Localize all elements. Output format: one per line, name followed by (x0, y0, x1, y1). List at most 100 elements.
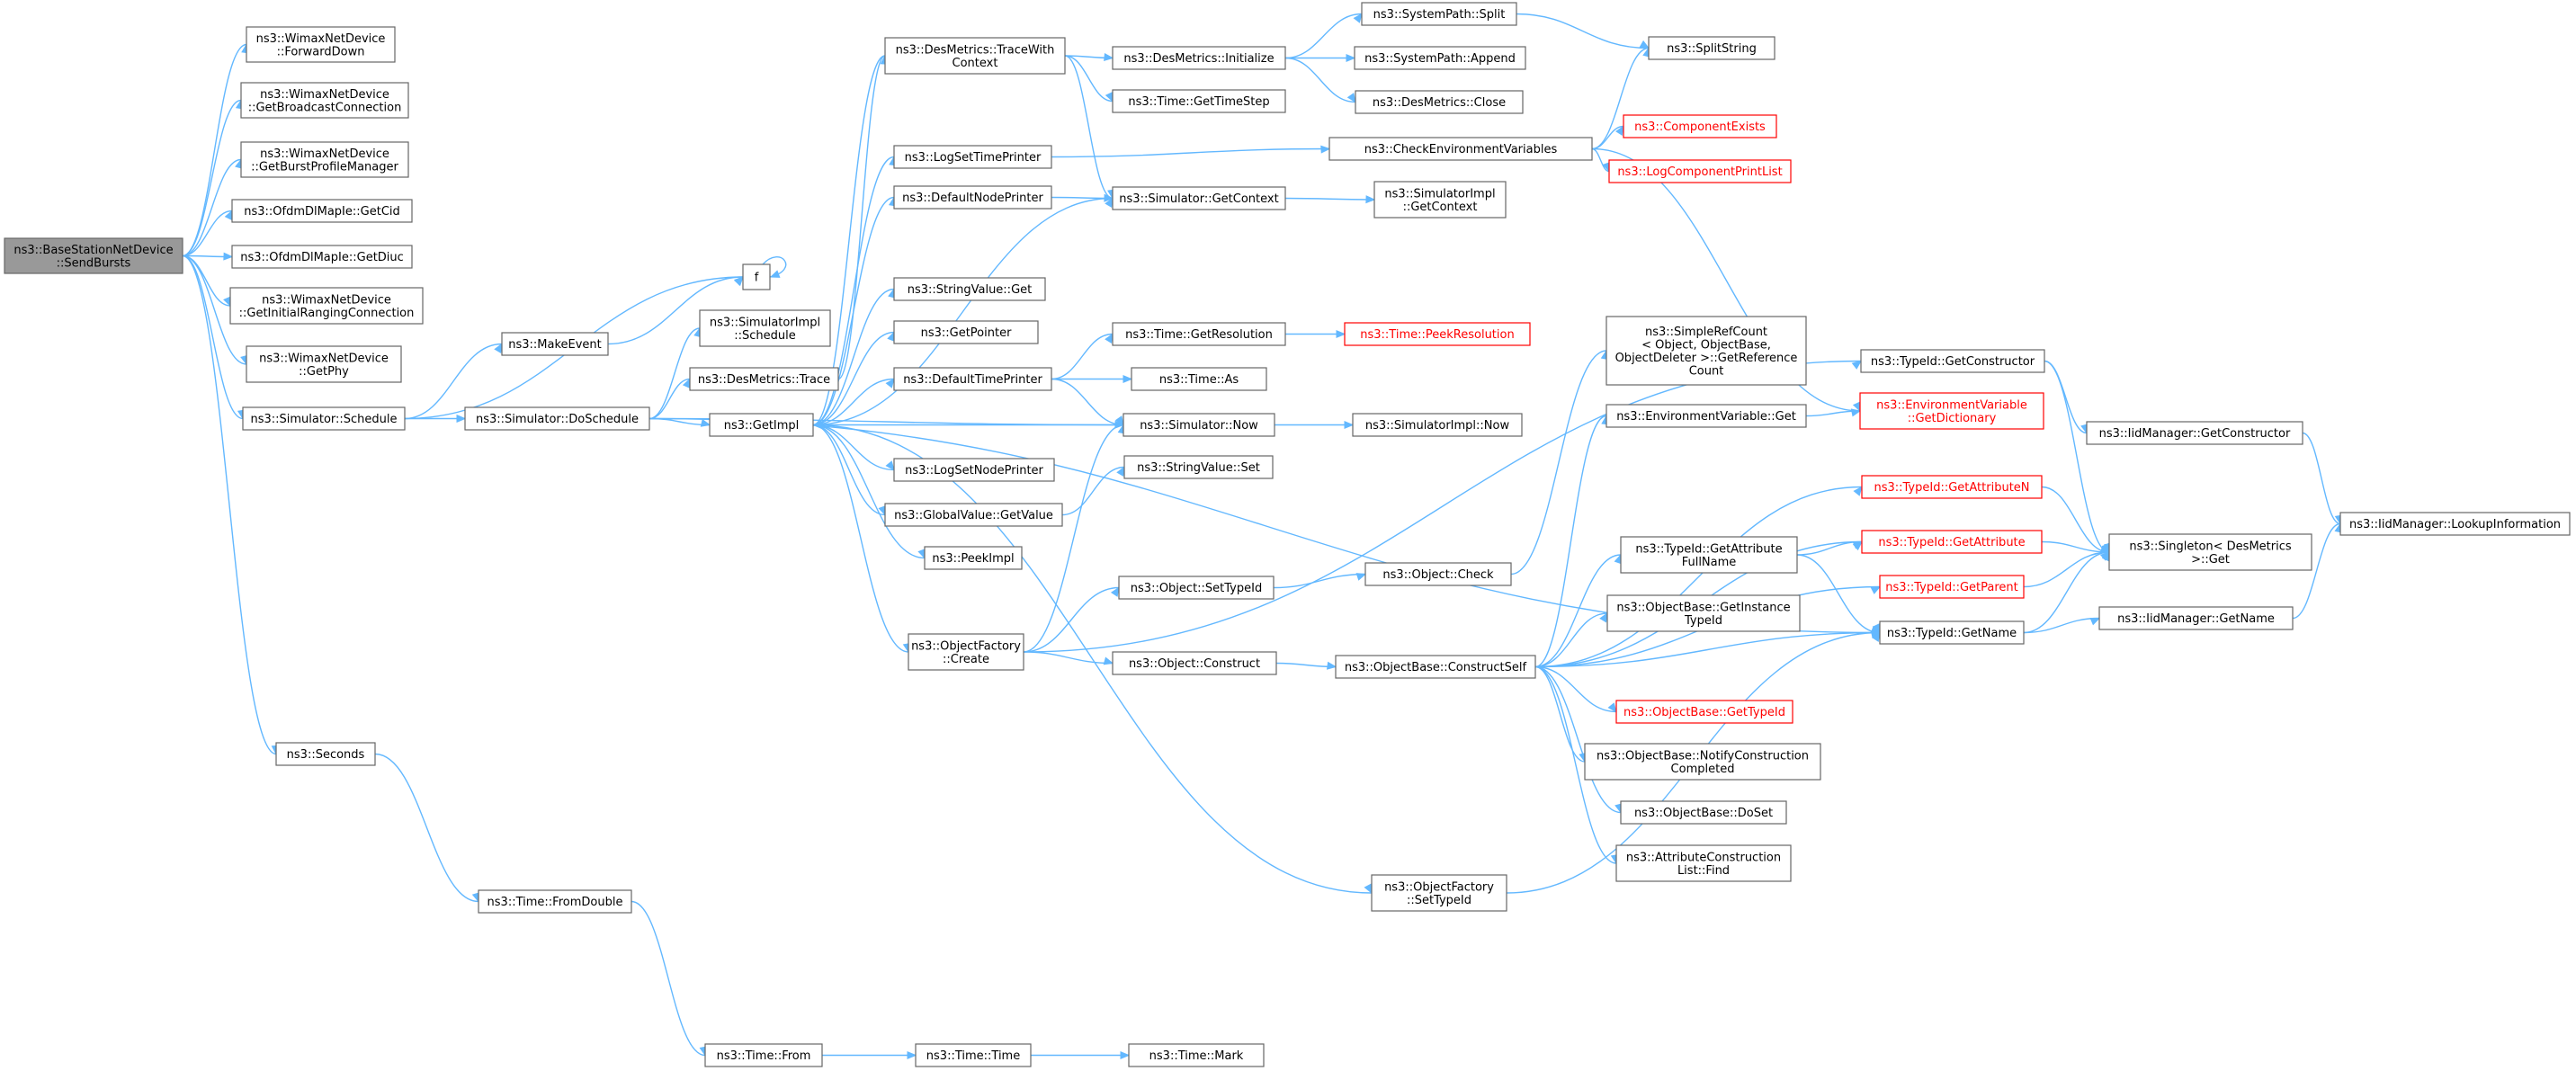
node-label-objcheck: ns3::Object::Check (1382, 568, 1494, 582)
node-obgti[interactable]: ns3::ObjectBase::GetTypeId (1615, 700, 1793, 724)
node-box-mark (1128, 1043, 1265, 1067)
node-dlcid[interactable]: ns3::OfdmDlMapIe::GetCid (231, 199, 413, 223)
node-label-obgti: ns3::ObjectBase::GetTypeId (1623, 706, 1785, 719)
edge-ttime-to-mark-arrowhead (1120, 1050, 1131, 1060)
node-singleton[interactable]: ns3::Singleton< DesMetrics >::Get (2108, 533, 2312, 571)
node-obnc[interactable]: ns3::ObjectBase::NotifyConstructionCompl… (1584, 743, 1821, 781)
node-box-burst (240, 141, 409, 178)
edge-tigc-to-iidgc (2044, 360, 2088, 434)
node-sched[interactable]: ns3::Simulator::Schedule (242, 406, 406, 431)
node-svset[interactable]: ns3::StringValue::Set (1123, 455, 1274, 479)
node-iidgn[interactable]: ns3::IidManager::GetName (2098, 606, 2294, 630)
node-label-tign: ns3::TypeId::GetName (1887, 627, 2017, 640)
edge-obcs-to-obnc (1534, 665, 1586, 763)
node-srcount[interactable]: ns3::SimpleRefCount< Object, ObjectBase,… (1606, 316, 1807, 386)
node-simnow[interactable]: ns3::Simulator::Now (1123, 413, 1275, 437)
node-box-dldiuc (231, 245, 413, 269)
node-label-svget: ns3::StringValue::Get (908, 283, 1032, 297)
edge-obcs-to-tign (1534, 631, 1881, 668)
edge-dnp-to-simctx (1051, 196, 1114, 200)
node-obcs[interactable]: ns3::ObjectBase::ConstructSelf (1335, 655, 1536, 679)
node-objst[interactable]: ns3::Object::SetTypeId (1118, 576, 1275, 600)
node-implctx[interactable]: ns3::SimulatorImpl::GetContext (1373, 181, 1507, 219)
node-box-splitstr (1648, 36, 1775, 60)
node-tigp[interactable]: ns3::TypeId::GetParent (1879, 575, 2025, 599)
node-simctx[interactable]: ns3::Simulator::GetContext (1112, 186, 1286, 210)
node-peek[interactable]: ns3::PeekImpl (924, 546, 1023, 570)
node-phy[interactable]: ns3::WimaxNetDevice::GetPhy (246, 345, 402, 383)
node-seconds[interactable]: ns3::Seconds (275, 742, 376, 766)
node-envdict[interactable]: ns3::EnvironmentVariable::GetDictionary (1859, 392, 2044, 430)
node-send[interactable]: ns3::BaseStationNetDevice::SendBursts (4, 237, 183, 274)
node-f[interactable]: f (742, 263, 771, 290)
node-tigan[interactable]: ns3::TypeId::GetAttributeN (1861, 475, 2043, 499)
node-getptr[interactable]: ns3::GetPointer (893, 320, 1039, 344)
node-splitstr[interactable]: ns3::SplitString (1648, 36, 1775, 60)
node-ofcreate[interactable]: ns3::ObjectFactory::Create (908, 633, 1024, 671)
node-peekres[interactable]: ns3::Time::PeekResolution (1344, 322, 1531, 346)
edge-obcs-to-obgit-arrowhead (1599, 611, 1608, 623)
node-cev[interactable]: ns3::CheckEnvironmentVariables (1328, 137, 1593, 161)
call-nodes: ns3::BaseStationNetDevice::SendBurstsns3… (4, 2, 2571, 1067)
node-ofst[interactable]: ns3::ObjectFactory::SetTypeId (1371, 874, 1507, 912)
node-ranging[interactable]: ns3::WimaxNetDevice::GetInitialRangingCo… (229, 287, 424, 325)
node-box-timeas (1131, 367, 1267, 391)
node-mark[interactable]: ns3::Time::Mark (1128, 1043, 1265, 1067)
node-timeas[interactable]: ns3::Time::As (1131, 367, 1267, 391)
node-label-singleton: ns3::Singleton< DesMetrics (2129, 540, 2292, 553)
node-gvget[interactable]: ns3::GlobalValue::GetValue (884, 503, 1063, 527)
node-envget[interactable]: ns3::EnvironmentVariable::Get (1606, 404, 1807, 428)
node-fromd[interactable]: ns3::Time::FromDouble (478, 889, 632, 914)
node-dminit[interactable]: ns3::DesMetrics::Initialize (1112, 46, 1286, 70)
node-dosched[interactable]: ns3::Simulator::DoSchedule (464, 406, 650, 431)
node-burst[interactable]: ns3::WimaxNetDevice::GetBurstProfileMana… (240, 141, 409, 178)
node-svget[interactable]: ns3::StringValue::Get (893, 277, 1046, 301)
node-box-bcast (240, 82, 409, 119)
node-implnow[interactable]: ns3::SimulatorImpl::Now (1352, 413, 1523, 437)
node-tigc[interactable]: ns3::TypeId::GetConstructor (1860, 349, 2045, 373)
node-tign[interactable]: ns3::TypeId::GetName (1879, 620, 2025, 645)
node-objcon[interactable]: ns3::Object::Construct (1112, 651, 1277, 675)
node-logsnp[interactable]: ns3::LogSetNodePrinter (893, 458, 1055, 482)
node-label-mark: ns3::Time::Mark (1149, 1049, 1244, 1063)
node-mkev[interactable]: ns3::MakeEvent (501, 332, 609, 356)
node-compex[interactable]: ns3::ComponentExists (1623, 114, 1777, 138)
node-append[interactable]: ns3::SystemPath::Append (1354, 46, 1526, 70)
edge-dminit-to-dmclose (1284, 57, 1356, 103)
node-box-peekres (1344, 322, 1531, 346)
node-logtp[interactable]: ns3::LogSetTimePrinter (893, 145, 1052, 169)
node-logcpl[interactable]: ns3::LogComponentPrintList (1608, 159, 1792, 183)
edge-dtp-to-getres-arrowhead (1105, 333, 1114, 344)
node-from[interactable]: ns3::Time::From (704, 1043, 823, 1067)
node-dldiuc[interactable]: ns3::OfdmDlMapIe::GetDiuc (231, 245, 413, 269)
node-label-split: ns3::SystemPath::Split (1373, 8, 1506, 22)
node-fwd[interactable]: ns3::WimaxNetDevice::ForwardDown (246, 26, 396, 63)
node-getimpl[interactable]: ns3::GetImpl (709, 413, 814, 437)
node-box-dnp (893, 185, 1052, 210)
edge-sched-to-mkev-arrowhead (494, 343, 503, 353)
node-timestep[interactable]: ns3::Time::GetTimeStep (1112, 89, 1286, 113)
node-dtp[interactable]: ns3::DefaultTimePrinter (893, 367, 1052, 391)
node-split[interactable]: ns3::SystemPath::Split (1361, 2, 1517, 26)
node-bcast[interactable]: ns3::WimaxNetDevice::GetBroadcastConnect… (240, 82, 409, 119)
node-tiga[interactable]: ns3::TypeId::GetAttribute (1861, 530, 2043, 554)
node-ttime[interactable]: ns3::Time::Time (915, 1043, 1032, 1067)
node-label-envdict: ::GetDictionary (1908, 412, 1997, 425)
node-dnp[interactable]: ns3::DefaultNodePrinter (893, 185, 1052, 210)
node-getres[interactable]: ns3::Time::GetResolution (1112, 322, 1286, 346)
node-label-obnc: Completed (1671, 763, 1735, 776)
node-dmclose[interactable]: ns3::DesMetrics::Close (1355, 90, 1524, 114)
node-box-singleton (2108, 533, 2312, 571)
node-objcheck[interactable]: ns3::Object::Check (1364, 562, 1512, 586)
node-obdoset[interactable]: ns3::ObjectBase::DoSet (1620, 800, 1787, 825)
node-label-send: ns3::BaseStationNetDevice (13, 244, 173, 257)
node-iidlookup[interactable]: ns3::IidManager::LookupInformation (2339, 512, 2571, 536)
node-label-envdict: ns3::EnvironmentVariable (1876, 398, 2027, 412)
node-implsched[interactable]: ns3::SimulatorImpl::Schedule (699, 309, 831, 347)
node-dmtrace[interactable]: ns3::DesMetrics::Trace (689, 367, 839, 391)
node-iidgc[interactable]: ns3::IidManager::GetConstructor (2086, 421, 2303, 445)
